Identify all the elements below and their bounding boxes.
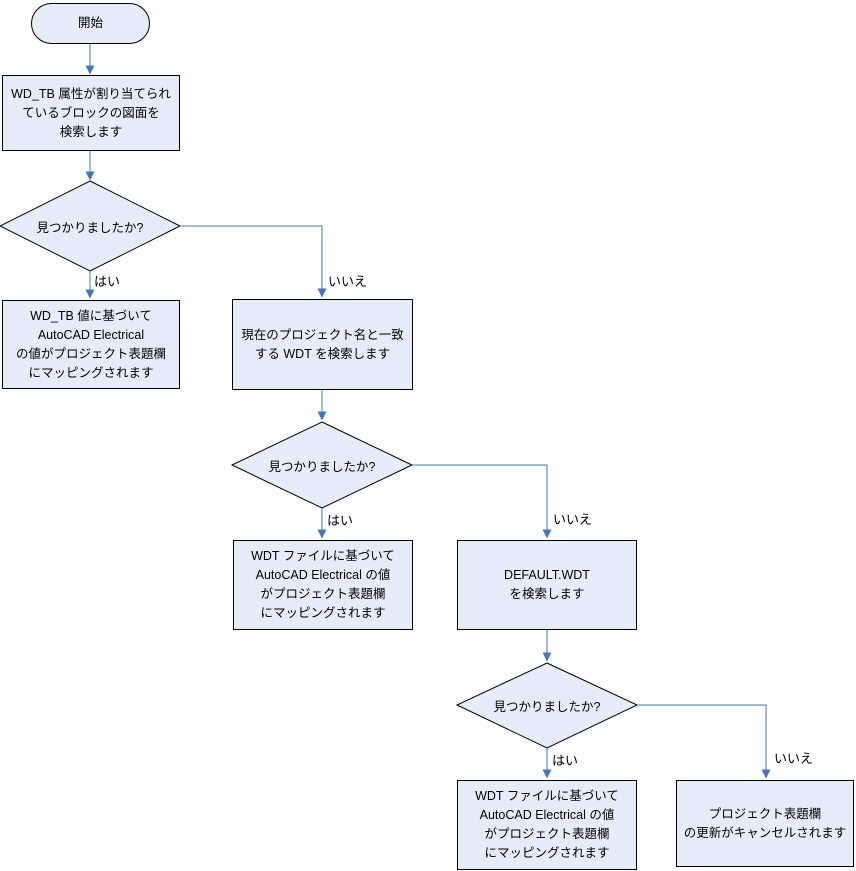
process-line: AutoCAD Electrical の値 (255, 568, 391, 582)
edge-label-no-1: いいえ (328, 274, 368, 289)
process-line: がプロジェクト表題欄 (260, 587, 386, 601)
process-line: AutoCAD Electrical (37, 327, 145, 342)
process-line: WD_TB 属性が割り当てられ (11, 86, 171, 101)
process-line: の値がプロジェクト表題欄 (15, 346, 166, 361)
process-line: にマッピングされます (28, 365, 154, 380)
process-line: AutoCAD Electrical の値 (479, 808, 615, 822)
edge-decision1-no (180, 225, 327, 298)
process-line: WDT ファイルに基づいて (251, 549, 395, 563)
process-cancel-update: プロジェクト表題欄 の更新がキャンセルされます (676, 780, 854, 867)
process-line: DEFAULT.WDT (504, 568, 590, 582)
process-line: がプロジェクト表題欄 (484, 827, 610, 841)
process-line: WDT ファイルに基づいて (475, 789, 619, 803)
process-map-wdtb-value: WD_TB 値に基づいて AutoCAD Electrical の値がプロジェク… (2, 300, 180, 389)
decision-found-1-shape (0, 180, 182, 272)
process-line: 現在のプロジェクト名と一致 (241, 327, 404, 342)
decision-found-3-shape (455, 662, 639, 749)
edge-label-yes-1: はい (94, 274, 121, 289)
process-line: 検索します (59, 124, 123, 139)
process-line: の更新がキャンセルされます (683, 825, 847, 840)
edge-label-no-3: いいえ (774, 751, 814, 766)
edge-decision2-no (412, 464, 552, 539)
process-line: WD_TB 値に基づいて (30, 308, 152, 323)
process-line: ているブロックの図面を (22, 105, 160, 120)
edge-label-yes-2: はい (327, 513, 354, 528)
start-node: 開始 (31, 3, 150, 44)
process-search-wdtb-block: WD_TB 属性が割り当てられ ているブロックの図面を 検索します (2, 75, 180, 151)
process-line: を検索します (509, 587, 585, 601)
decision-found-2-shape (230, 421, 414, 509)
process-line: プロジェクト表題欄 (708, 806, 822, 821)
start-label: 開始 (77, 16, 103, 30)
process-line: にマッピングされます (260, 606, 386, 620)
process-line: にマッピングされます (484, 846, 610, 860)
process-line: する WDT を検索します (254, 346, 391, 361)
edge-decision3-no (637, 704, 771, 779)
process-search-wdt-by-project: 現在のプロジェクト名と一致 する WDT を検索します (232, 299, 413, 390)
process-search-default-wdt: DEFAULT.WDT を検索します (457, 540, 637, 630)
edge-label-no-2: いいえ (553, 512, 593, 527)
process-map-wdt-file-2: WDT ファイルに基づいて AutoCAD Electrical の値 がプロジ… (457, 780, 637, 870)
process-map-wdt-file-1: WDT ファイルに基づいて AutoCAD Electrical の値 がプロジ… (233, 540, 413, 630)
edge-label-yes-3: はい (552, 753, 579, 768)
